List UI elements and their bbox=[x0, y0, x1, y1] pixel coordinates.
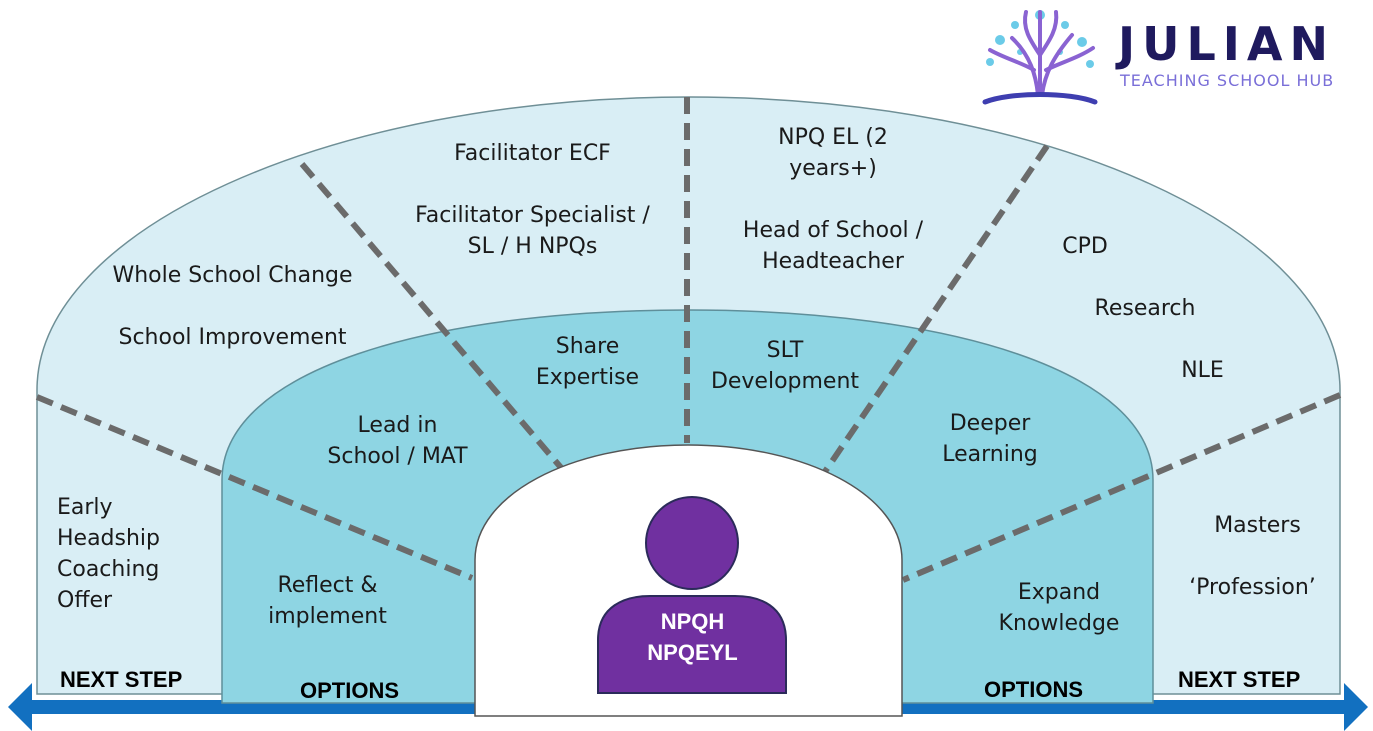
left-next-step-label: NEXT STEP bbox=[60, 667, 183, 692]
brand-name: JULIAN bbox=[1118, 17, 1335, 71]
outer-upper-right-nle: NLE bbox=[1181, 358, 1224, 383]
outer-upper-right-research: Research bbox=[1094, 296, 1196, 321]
brand-tagline: TEACHING SCHOOL HUB bbox=[1120, 71, 1335, 90]
right-next-step-label: NEXT STEP bbox=[1178, 667, 1301, 692]
tree-logo-icon bbox=[982, 10, 1098, 105]
inner-right-mid-text: Deeper Learning bbox=[942, 411, 1038, 467]
outer-upper-left-text: Whole School Change School Improvement bbox=[112, 263, 353, 350]
outer-upper-right-cpd: CPD bbox=[1062, 234, 1108, 259]
inner-right-low-text: Expand Knowledge bbox=[998, 580, 1120, 636]
person-icon bbox=[597, 496, 787, 694]
inner-top-right-text: SLT Development bbox=[710, 338, 860, 394]
inner-top-left-text: Share Expertise bbox=[535, 334, 640, 390]
left-options-label: OPTIONS bbox=[300, 678, 400, 703]
inner-left-low-text: Reflect & implement bbox=[268, 573, 387, 629]
outer-top-right-text: NPQ EL (2 years+) Head of School / Headt… bbox=[742, 125, 924, 274]
divider-lines bbox=[35, 97, 1342, 583]
outer-right-box-masters: Masters bbox=[1214, 513, 1301, 538]
outer-right-box-profession: ‘Profession’ bbox=[1189, 575, 1316, 600]
outer-top-left-text: Facilitator ECF Facilitator Specialist /… bbox=[415, 141, 650, 259]
inner-left-mid-text: Lead in School / MAT bbox=[327, 413, 468, 469]
right-options-label: OPTIONS bbox=[984, 677, 1084, 702]
person-qualifications: NPQH NPQEYL bbox=[647, 609, 738, 665]
outer-left-box-text: Early Headship Coaching Offer bbox=[57, 495, 161, 613]
